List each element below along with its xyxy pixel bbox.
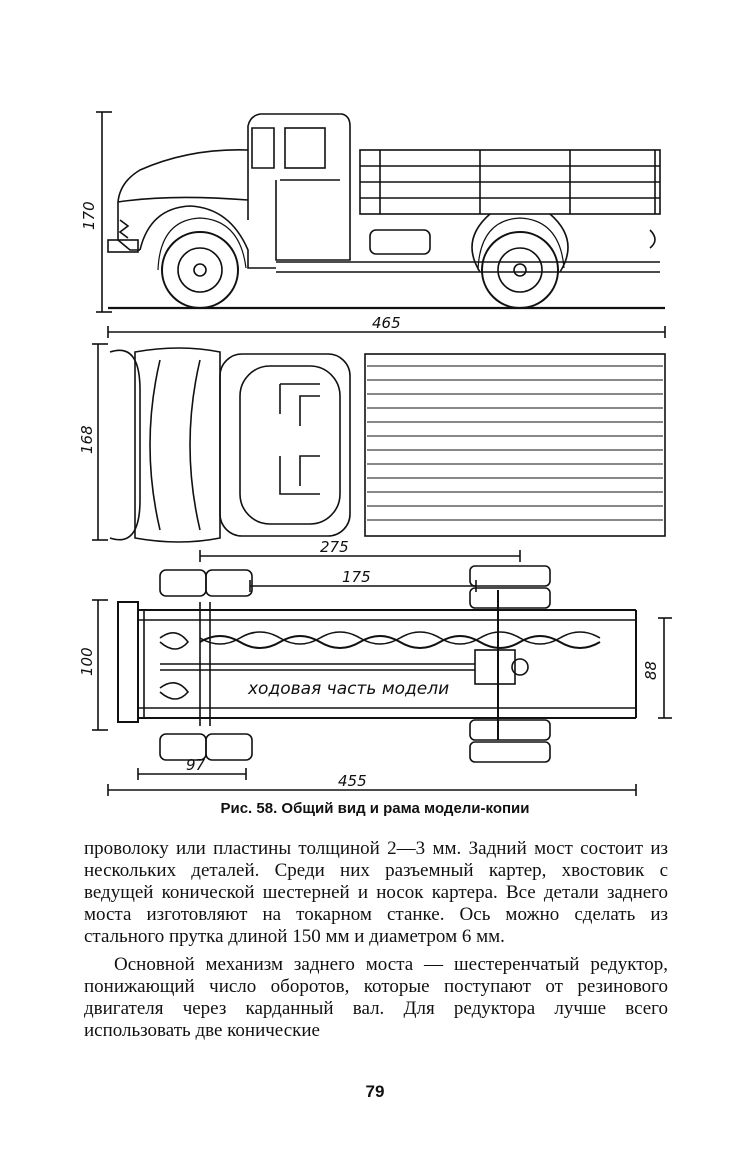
paragraph-1: проволоку или пластины толщиной 2—3 мм. … [84,838,668,947]
figure-caption: Рис. 58. Общий вид и рама модели-копии [0,800,750,817]
dim-side-height: 170 [80,201,98,230]
top-view [92,343,666,562]
dim-top-width: 168 [80,425,96,454]
dim-front-overhang: 97 [186,756,206,774]
dim-chassis-length: 455 [338,772,367,790]
dim-chassis-inner: 175 [342,568,371,586]
page-number: 79 [365,1082,385,1101]
caption-text: Общий вид и рама модели-копии [281,800,530,817]
dim-wheelbase: 275 [320,538,349,556]
truck-technical-drawing: 170 465 168 275 175 100 88 97 455 ходова… [80,111,672,796]
caption-number: Рис. 58. [220,800,278,817]
body-text: проволоку или пластины толщиной 2—3 мм. … [84,838,668,1042]
dim-chassis-rear-width: 88 [642,661,660,680]
side-view [96,111,666,338]
chassis-view [92,565,672,796]
truck-drawing-figure: 170 465 168 275 175 100 88 97 455 ходова… [80,90,680,810]
paragraph-2: Основной механизм заднего моста — шестер… [84,954,668,1041]
dim-side-length: 465 [372,314,401,332]
dim-chassis-width: 100 [80,647,96,676]
chassis-label: ходовая часть модели [247,679,449,699]
